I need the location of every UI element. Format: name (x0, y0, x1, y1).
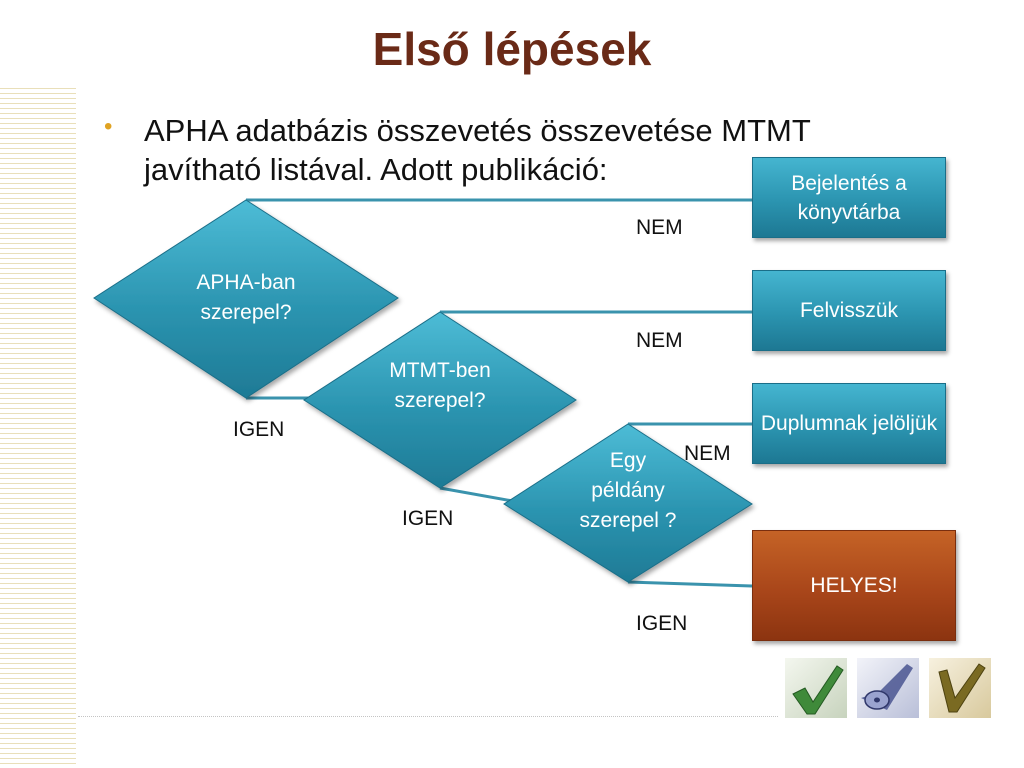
outcome-duplum-label: Duplumnak jelöljük (760, 412, 938, 435)
label-igen-1: IGEN (233, 418, 285, 441)
gold-checkmark-icon (929, 658, 991, 718)
outcome-helyes: HELYES! (752, 530, 956, 641)
label-nem-3: NEM (684, 442, 731, 465)
outcome-felvisszuk: Felvisszük (752, 270, 946, 351)
decision-diamond-egy-peldany (503, 423, 753, 583)
page-title: Első lépések (372, 23, 652, 75)
connector-d2-igen (439, 486, 519, 504)
decision-apha-text: APHA-ban szerepel? (196, 271, 296, 324)
bullet-text: APHA adatbázis összevetés összevetése MT… (144, 113, 811, 187)
label-igen-2: IGEN (402, 507, 454, 530)
label-igen-3: IGEN (636, 612, 688, 635)
outcome-helyes-label: HELYES! (810, 574, 898, 597)
label-nem-2: NEM (636, 329, 683, 352)
green-checkmark-icon (785, 658, 847, 718)
blue-cd-icon (857, 658, 919, 718)
decision-mtmt-text: MTMT-ben szerepel? (389, 359, 491, 412)
outcome-bejelentes-label: Bejelentés a könyvtárba (791, 171, 907, 224)
connector-d3-igen (627, 580, 753, 588)
footer-divider (78, 716, 778, 717)
decision-diamond-mtmt (303, 311, 577, 489)
decorative-stripe (0, 88, 76, 768)
outcome-duplum: Duplumnak jelöljük (752, 383, 946, 464)
outcome-bejelentes: Bejelentés a könyvtárba (752, 157, 946, 238)
decision-diamond-apha (93, 199, 399, 399)
bullet-dot-icon: • (104, 113, 113, 140)
outcome-felvisszuk-label: Felvisszük (799, 299, 899, 322)
label-nem-1: NEM (636, 216, 683, 239)
decision-egy-peldany-text: Egy példány szerepel ? (579, 449, 677, 532)
